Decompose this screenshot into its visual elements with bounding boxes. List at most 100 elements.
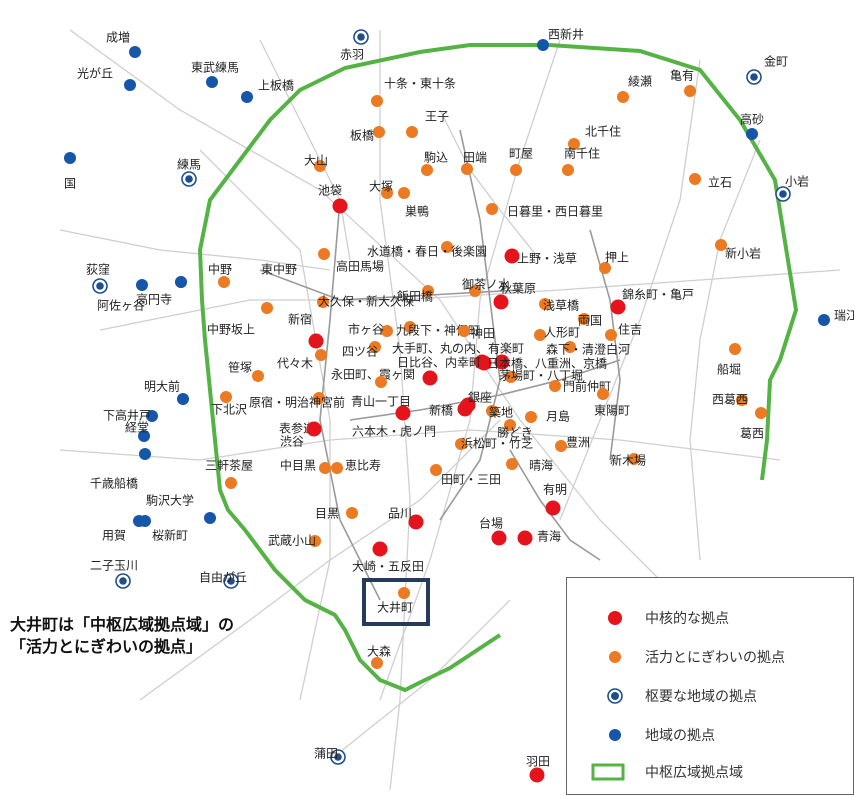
station-label: 大塚 <box>369 180 393 194</box>
callout-line-2: 「活力とにぎわいの拠点」 <box>10 637 203 656</box>
station-37: 御茶ノ水 <box>462 277 510 297</box>
vitality-station-dot <box>486 203 498 215</box>
station-label: 経堂 <box>125 421 149 435</box>
station-label: 大久保・新大久保 <box>318 294 414 309</box>
core-station-dot <box>545 500 561 516</box>
core-station-dot <box>504 248 520 264</box>
station-77: 勝どき <box>497 419 533 440</box>
legend-item-vitality: 活力とにぎわいの拠点 <box>567 639 854 675</box>
station-label: 巣鴨 <box>405 205 429 219</box>
vitality-station-dot <box>458 325 470 337</box>
station-label: 東陽町 <box>594 404 630 418</box>
station-58: 日本橋、八重洲、京橋 <box>487 354 607 371</box>
vitality-station-dot <box>599 262 611 274</box>
legend-label-major: 枢要な地域の拠点 <box>645 689 757 705</box>
legend-item-major: 枢要な地域の拠点 <box>567 678 854 714</box>
core-station-dot <box>610 299 626 315</box>
station-label: 駒込 <box>424 151 448 165</box>
vitality-station-dot <box>381 187 393 199</box>
station-label: 晴海 <box>529 458 553 473</box>
station-40: 阿佐ヶ谷 <box>97 279 148 313</box>
station-66: 青山一丁目 <box>351 376 411 409</box>
station-label: 中目黒 <box>280 458 316 473</box>
vitality-station-dot <box>504 419 516 431</box>
station-label: 阿佐ヶ谷 <box>97 299 145 313</box>
station-24: 池袋 <box>318 184 348 214</box>
local-station-dot <box>64 152 76 164</box>
station-46: 新宿 <box>288 312 324 349</box>
station-30: 上野・浅草 <box>504 248 577 266</box>
core-station-dot <box>491 530 507 546</box>
station-32: 新小岩 <box>715 239 761 261</box>
vitality-station-dot <box>461 163 473 175</box>
station-74: 西葛西 <box>712 393 748 407</box>
station-label: 銀座 <box>468 390 492 405</box>
station-label: 高砂 <box>740 112 764 127</box>
vitality-station-dot <box>404 321 416 333</box>
background-roads-dark <box>259 129 621 601</box>
station-1: 成増 <box>106 31 141 58</box>
vitality-station-dot <box>441 241 453 253</box>
local-station-dot <box>124 79 136 91</box>
station-label: 用賀 <box>102 529 126 543</box>
station-label: 水道橋・春日・後楽園 <box>367 245 487 259</box>
station-45: 中野坂上 <box>207 302 273 337</box>
station-96: 台場 <box>479 516 507 546</box>
station-label: 三軒茶屋 <box>205 458 253 473</box>
station-label: 田町・三田 <box>441 473 501 487</box>
vitality-station-dot <box>218 276 230 288</box>
callout-text: 大井町は「中枢広域拠点域」の 「活力とにぎわいの拠点」 <box>10 614 234 658</box>
station-82: 豊洲 <box>555 436 590 452</box>
station-label: 板橋 <box>350 129 374 143</box>
vitality-station-dot <box>319 462 331 474</box>
station-label: 王子 <box>425 110 449 124</box>
station-21: 小岩 <box>775 174 809 202</box>
legend-label-local: 地域の拠点 <box>645 728 715 744</box>
local-station-dot <box>129 46 141 58</box>
station-88: 千歳船橋 <box>90 448 151 491</box>
station-6: 西新井 <box>537 27 584 51</box>
station-label: 日比谷、内幸町 <box>397 356 481 370</box>
station-33: 荻窪 <box>86 262 110 294</box>
station-99: 大崎・五反田 <box>352 541 424 574</box>
ooimachi-highlight-box <box>362 578 430 626</box>
station-90: 有明 <box>543 483 567 516</box>
station-label: 住吉 <box>618 323 642 337</box>
station-72: 月島 <box>525 409 570 424</box>
local-station-dot <box>818 314 830 326</box>
station-62: 永田町、霞ヶ関 <box>331 368 438 386</box>
vitality-station-dot <box>617 91 629 103</box>
station-label: 茅場町・八丁堀 <box>499 368 583 383</box>
vitality-station-dot <box>314 160 326 172</box>
station-label: 明大前 <box>144 379 180 394</box>
station-label: 浅草橋 <box>543 299 579 313</box>
station-38: 秋葉原 <box>493 282 536 310</box>
station-label: 人形町 <box>544 326 580 340</box>
station-50: 人形町 <box>534 326 580 341</box>
station-label: 新木場 <box>610 453 646 468</box>
core-station-dot <box>422 370 438 386</box>
station-label: 練馬 <box>177 158 201 172</box>
core-station-dot <box>474 354 490 370</box>
station-label: 綾瀬 <box>628 74 652 89</box>
vitality-station-dot <box>421 164 433 176</box>
major-ring-dot-icon <box>607 688 623 704</box>
vitality-station-dot <box>398 187 410 199</box>
station-81: 浜松町・竹芝 <box>455 436 533 451</box>
local-station-dot <box>177 393 189 405</box>
station-64: 明大前 <box>144 379 189 405</box>
station-20: 南千住 <box>562 146 600 176</box>
station-label: 金町 <box>764 54 788 69</box>
station-23: 大塚 <box>369 180 393 199</box>
station-4: 光が丘 <box>77 66 136 91</box>
local-station-dot <box>136 279 148 291</box>
station-label: 神田 <box>471 327 495 341</box>
station-label: 笹塚 <box>228 361 252 375</box>
station-31: 押上 <box>599 251 629 274</box>
vitality-station-dot <box>220 391 232 403</box>
station-label: 市ヶ谷 <box>348 322 384 337</box>
station-39: 錦糸町・亀戸 <box>610 287 694 315</box>
station-label: 両国 <box>578 314 602 328</box>
local-station-dot <box>175 276 187 288</box>
station-label: 二子玉川 <box>90 559 138 573</box>
